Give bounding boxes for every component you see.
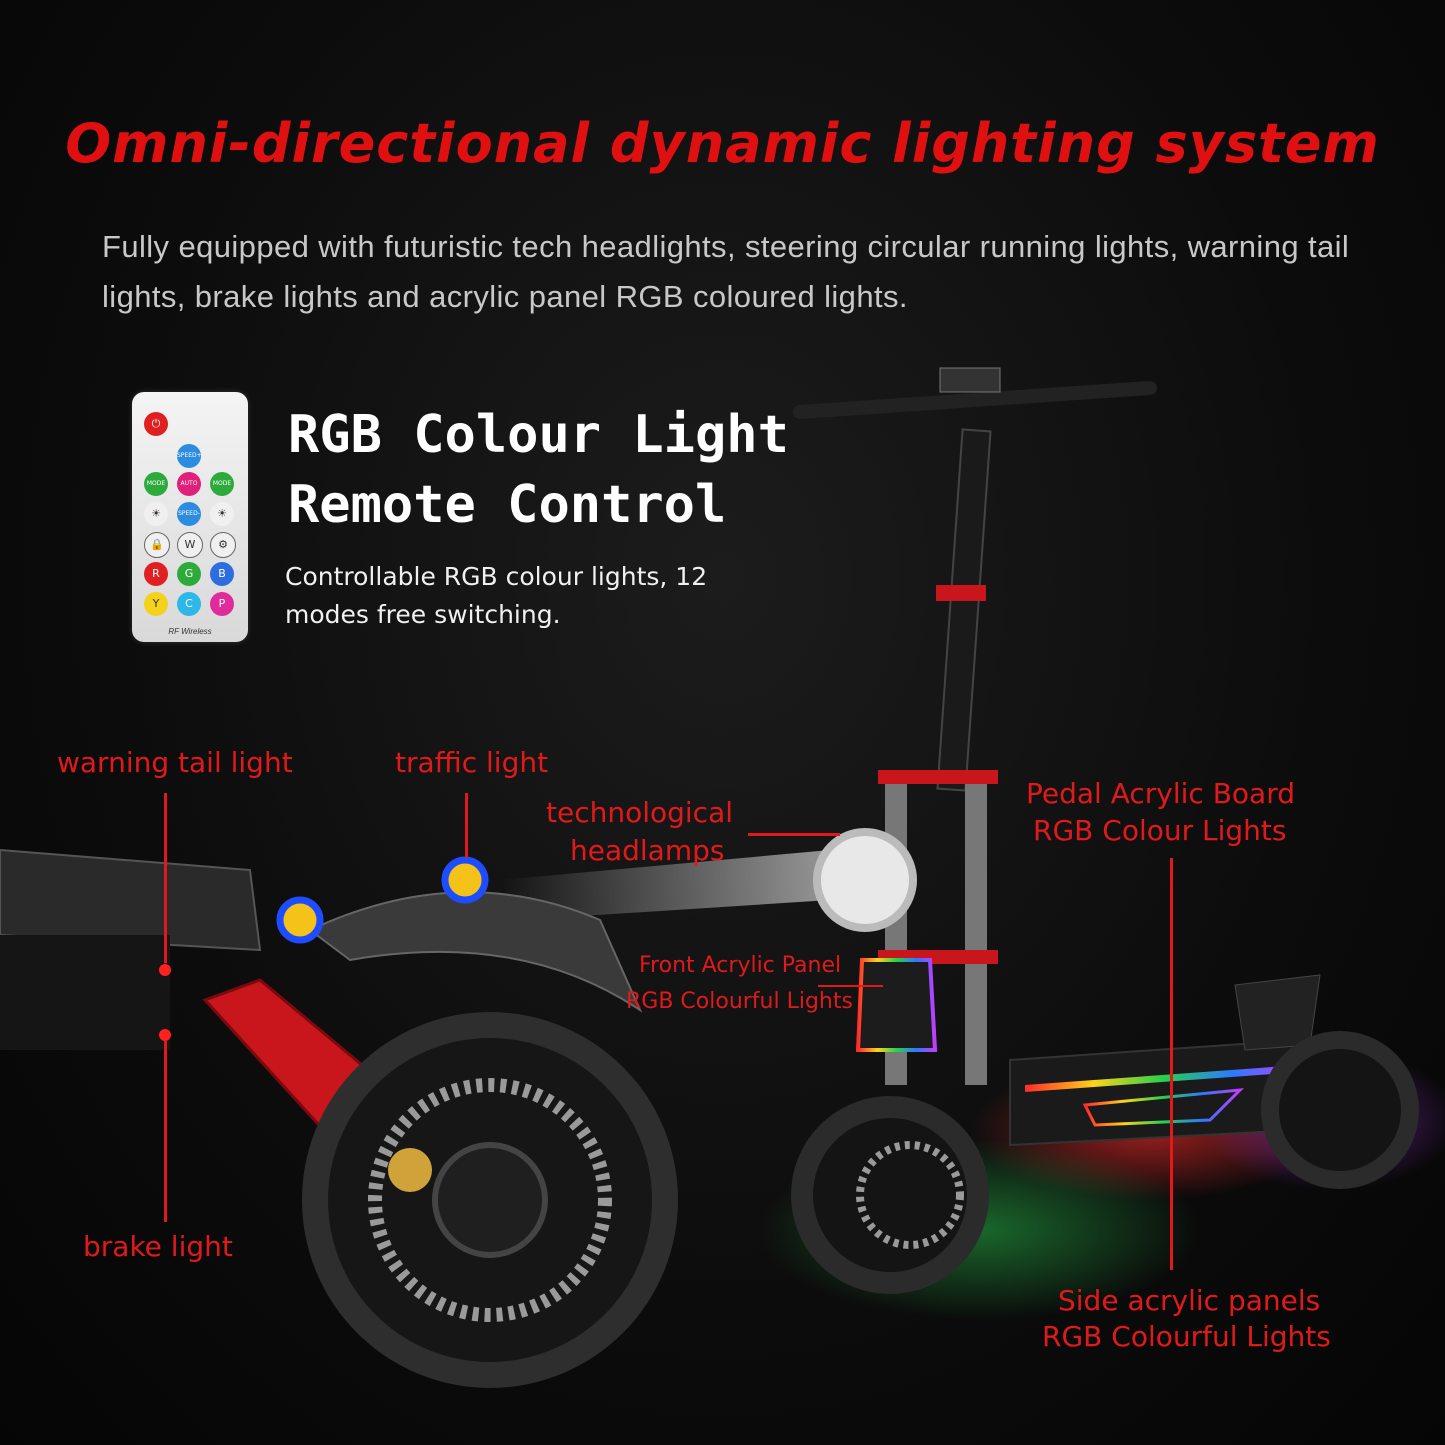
front-brake-disc	[856, 1141, 964, 1249]
settings-button: ⚙	[210, 532, 236, 558]
remote-title-line2: Remote Control	[288, 475, 727, 535]
line-traffic-light	[465, 793, 468, 858]
brightness-up-button: ☀	[210, 502, 234, 526]
rear-axle	[388, 1148, 432, 1192]
line-brake-light	[164, 1040, 167, 1222]
headlamp-beam	[500, 850, 830, 920]
turn-signal-left	[276, 896, 324, 944]
label-brake-light: brake light	[83, 1230, 233, 1263]
page-title: Omni-directional dynamic lighting system	[65, 112, 1380, 175]
side-acrylic-panel	[1082, 1088, 1245, 1127]
power-button: ⏻	[144, 412, 168, 436]
line-headlamps	[748, 833, 840, 836]
green-button: G	[177, 562, 201, 586]
rear-wheel-right	[1261, 1031, 1419, 1189]
mode-button-left: MODE	[144, 472, 168, 496]
remote-description: Controllable RGB colour lights, 12 modes…	[285, 562, 708, 629]
turn-signal-right	[441, 856, 489, 904]
line-side-panels	[1170, 858, 1173, 1270]
display	[939, 367, 1001, 393]
rear-hub	[432, 1142, 548, 1258]
label-side-panels-line2: RGB Colourful Lights	[1042, 1320, 1331, 1353]
front-wheel	[791, 1096, 989, 1294]
label-traffic-light: traffic light	[395, 746, 549, 779]
rear-brake-disc	[368, 1078, 612, 1322]
deck-rgb-strip	[1025, 1065, 1300, 1092]
line-warning-tail-light	[164, 793, 167, 963]
brightness-down-button: ☀	[144, 502, 168, 526]
mode-button-right: MODE	[210, 472, 234, 496]
white-button: W	[177, 532, 203, 558]
cyan-button: C	[177, 592, 201, 616]
stem	[936, 428, 992, 792]
label-front-panel-line1: Front Acrylic Panel	[639, 953, 842, 978]
line-front-panel	[818, 985, 883, 987]
label-pedal-board-line1: Pedal Acrylic Board	[1026, 777, 1296, 810]
stem-clamp	[936, 585, 986, 601]
label-headlamps-line1: technological	[546, 796, 734, 829]
brake-light-dot	[159, 1029, 171, 1041]
deck	[1009, 1038, 1301, 1147]
intro-text: Fully equipped with futuristic tech head…	[102, 229, 1350, 314]
remote-caption: RF Wireless	[168, 627, 212, 636]
yellow-button: Y	[144, 592, 168, 616]
label-front-panel-line2: RGB Colourful Lights	[626, 989, 853, 1014]
label-headlamps-line2: headlamps	[570, 834, 725, 867]
label-side-panels-line1: Side acrylic panels	[1058, 1284, 1321, 1317]
handlebar	[793, 381, 1157, 419]
headlamp	[813, 828, 917, 932]
label-warning-tail-light: warning tail light	[57, 746, 293, 779]
remote-title-line1: RGB Colour Light	[288, 405, 789, 465]
remote-title: RGB Colour Light Remote Control	[288, 400, 808, 540]
front-acrylic-panel	[855, 958, 938, 1052]
label-pedal-board-line2: RGB Colour Lights	[1033, 814, 1287, 847]
fork-clamp-top	[878, 770, 998, 784]
blue-button: B	[210, 562, 234, 586]
red-button: R	[144, 562, 168, 586]
fork-right	[965, 775, 987, 1085]
speed-up-button: SPEED+	[177, 444, 202, 468]
warning-tail-light-dot	[159, 964, 171, 976]
remote-control: ⏻ SPEED+ MODE AUTO MODE ☀ SPEED- ☀ 🔒 W ⚙…	[132, 392, 248, 642]
lock-button: 🔒	[144, 532, 170, 558]
rear-deck-side	[0, 935, 170, 1050]
rear-fender	[308, 891, 643, 1013]
purple-button: P	[210, 592, 234, 616]
speed-down-button: SPEED-	[177, 502, 201, 526]
auto-button: AUTO	[177, 472, 201, 496]
